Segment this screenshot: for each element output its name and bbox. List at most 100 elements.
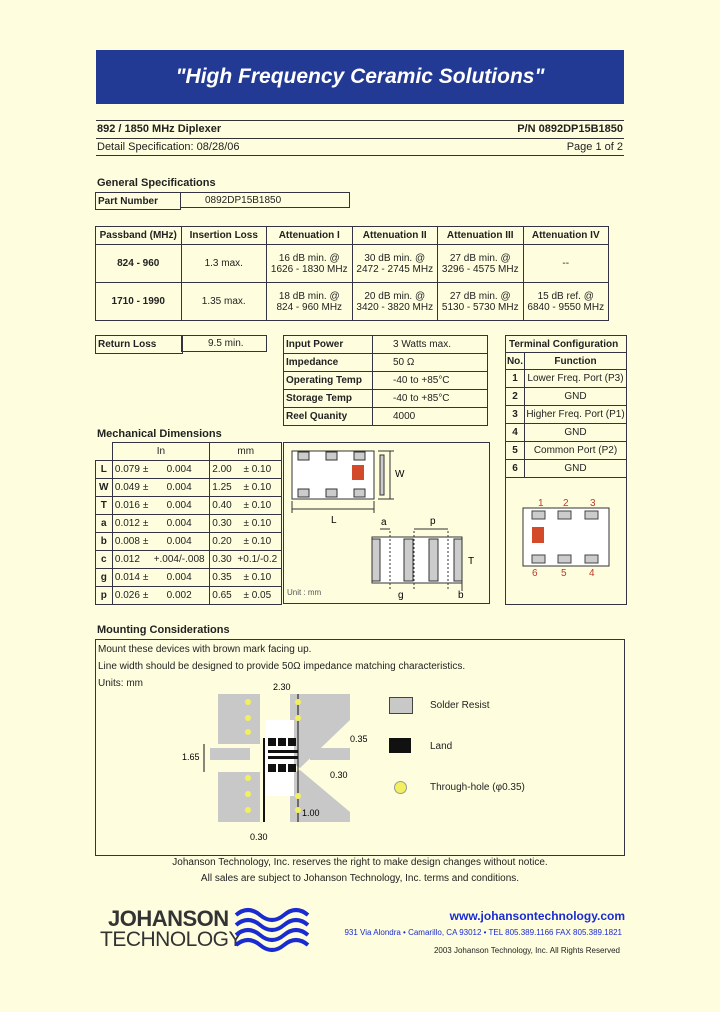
- mech-mm-tol: +0.1/-0.2: [233, 550, 282, 569]
- address: 931 Via Alondra • Camarillo, CA 93012 • …: [344, 928, 622, 937]
- pin-label: 3: [590, 498, 596, 509]
- atten-cell: 27 dB min. @ 5130 - 5730 MHz: [437, 282, 524, 321]
- col-atten-2: Attenuation II: [351, 226, 438, 245]
- mech-inch: 0.026: [111, 586, 143, 605]
- mech-mm-tol: ± 0.10: [233, 514, 282, 533]
- col-function: Function: [524, 352, 627, 370]
- part-number-title: P/N 0892DP15B1850: [517, 123, 623, 135]
- legend-label: Through-hole (φ0.35): [430, 782, 525, 793]
- logo-word-1: JOHANSON: [108, 906, 229, 931]
- mech-drawing: W L a p T Unit : mm g b: [287, 450, 474, 601]
- product-title: 892 / 1850 MHz Diplexer: [97, 123, 222, 135]
- col-atten-3: Attenuation III: [437, 226, 524, 245]
- col-atten-1: Attenuation I: [266, 226, 353, 245]
- mech-key: T: [95, 496, 113, 515]
- col-passband: Passband (MHz): [95, 226, 182, 245]
- pin-function: Lower Freq. Port (P3): [524, 369, 627, 388]
- pin-label: 5: [561, 568, 567, 579]
- mech-mm: 0.35: [209, 568, 234, 587]
- pad: [531, 510, 546, 520]
- land-pattern: 2.30 1.65 0.35 0.30 1.00 0.30: [182, 682, 368, 842]
- pin-function: Higher Freq. Port (P1): [524, 405, 627, 424]
- general-heading: General Specifications: [97, 177, 216, 189]
- col-inch: In: [111, 442, 211, 461]
- attenuation-table: Passband (MHz) Insertion Loss Attenuatio…: [95, 226, 609, 321]
- pin-function: GND: [524, 459, 627, 478]
- pad: [557, 554, 572, 564]
- mech-inch: 0.049: [111, 478, 143, 497]
- mech-inch-tol: 0.002: [148, 586, 211, 605]
- orientation-mark: [352, 465, 364, 480]
- mech-drawing-panel: [283, 442, 490, 604]
- disclaimer-2: All sales are subject to Johanson Techno…: [200, 873, 520, 884]
- mech-mm: 0.40: [209, 496, 234, 515]
- mech-inch: 0.014: [111, 568, 143, 587]
- mech-mm-tol: ± 0.05: [233, 586, 282, 605]
- insertion-loss-cell: 1.3 max.: [180, 244, 267, 283]
- disclaimer-1: Johanson Technology, Inc. reserves the r…: [172, 857, 548, 868]
- dim-b: b: [458, 590, 464, 601]
- col-no: No.: [505, 352, 525, 370]
- col-mm: mm: [209, 442, 282, 461]
- mech-inch: 0.016: [111, 496, 143, 515]
- rating-label: Operating Temp: [283, 371, 373, 390]
- mech-key: L: [95, 460, 113, 479]
- divider: [96, 138, 624, 139]
- mech-pm: ±: [142, 586, 149, 605]
- pad: [297, 451, 310, 461]
- mech-mm-tol: ± 0.10: [233, 496, 282, 515]
- mounting-heading: Mounting Considerations: [97, 624, 230, 636]
- divider: [96, 155, 624, 156]
- mounting-note-2: Line width should be designed to provide…: [98, 661, 466, 672]
- mech-inch-tol: 0.004: [148, 568, 211, 587]
- atten-cell: 20 dB min. @ 3420 - 3820 MHz: [351, 282, 438, 321]
- mech-mm: 1.25: [209, 478, 234, 497]
- dim-165: 1.65: [182, 752, 200, 762]
- website-link[interactable]: www.johansontechnology.com: [449, 909, 625, 923]
- pin-number: 3: [505, 405, 525, 424]
- legend-swatch-resist: [389, 697, 413, 714]
- mech-mm: 0.65: [209, 586, 234, 605]
- legend-swatch-via: [394, 781, 407, 794]
- pin-label: 2: [563, 498, 569, 509]
- mech-inch-tol: 0.004: [148, 532, 211, 551]
- mech-inch: 0.012: [111, 514, 143, 533]
- mech-mm: 0.30: [209, 514, 234, 533]
- pin-number: 6: [505, 459, 525, 478]
- dim-a: a: [381, 517, 387, 528]
- dim-w: W: [395, 469, 405, 480]
- rating-value: -40 to +85°C: [372, 371, 488, 390]
- part-number-label: Part Number: [95, 192, 181, 210]
- pin-function: GND: [524, 423, 627, 442]
- atten-cell: 30 dB min. @ 2472 - 2745 MHz: [351, 244, 438, 283]
- pad: [584, 554, 599, 564]
- col-insertion-loss: Insertion Loss: [180, 226, 267, 245]
- pin-function: GND: [524, 387, 627, 406]
- pad: [584, 510, 599, 520]
- rating-label: Storage Temp: [283, 389, 373, 408]
- mech-mm-tol: ± 0.10: [233, 460, 282, 479]
- rating-label: Input Power: [283, 335, 373, 354]
- side-view: [379, 454, 385, 496]
- mech-key: g: [95, 568, 113, 587]
- pin-number: 2: [505, 387, 525, 406]
- rating-label: Reel Quanity: [283, 407, 373, 426]
- passband-cell: 824 - 960: [95, 244, 182, 283]
- page-number: Page 1 of 2: [566, 141, 623, 153]
- insertion-loss-cell: 1.35 max.: [180, 282, 267, 321]
- pad: [531, 554, 546, 564]
- mech-inch: 0.008: [111, 532, 143, 551]
- mech-inch-tol: 0.004: [148, 478, 211, 497]
- logo-word-2: TECHNOLOGY: [100, 928, 243, 951]
- dim-035: 0.35: [350, 734, 368, 744]
- col-atten-4: Attenuation IV: [522, 226, 609, 245]
- terminal-heading: Terminal Configuration: [505, 335, 627, 353]
- mech-inch: 0.079: [111, 460, 143, 479]
